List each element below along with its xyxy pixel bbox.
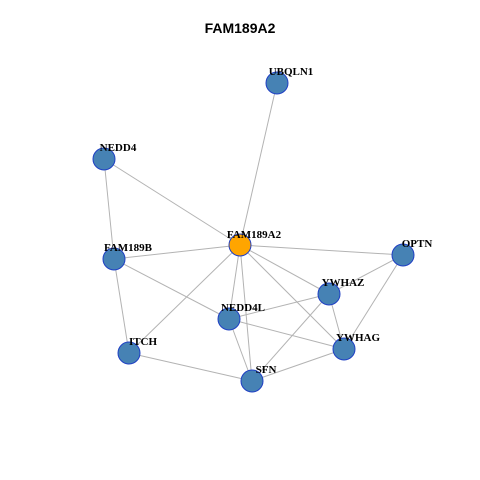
- node-label-fam189a2: FAM189A2: [227, 229, 282, 241]
- node-ubqln1[interactable]: [265, 71, 289, 95]
- edge-ywhag-sfn: [251, 348, 345, 382]
- node-optn[interactable]: [391, 243, 415, 267]
- edge-optn-ywhaz: [328, 254, 404, 295]
- node-fam189b[interactable]: [102, 247, 126, 271]
- node-label-optn: OPTN: [402, 238, 433, 250]
- edge-nedd4-fam189b: [103, 158, 115, 260]
- edge-ywhaz-nedd4l: [228, 293, 330, 320]
- node-ywhag[interactable]: [332, 337, 356, 361]
- edge-itch-sfn: [128, 352, 253, 382]
- edge-fam189b-itch: [113, 258, 130, 354]
- node-label-sfn: SFN: [256, 364, 277, 376]
- node-label-nedd4: NEDD4: [100, 142, 137, 154]
- node-label-nedd4l: NEDD4L: [221, 302, 265, 314]
- node-label-ywhaz: YWHAZ: [322, 277, 365, 289]
- edge-fam189a2-sfn: [239, 244, 253, 382]
- edge-fam189a2-itch: [128, 244, 241, 354]
- graph-title: FAM189A2: [204, 20, 276, 36]
- node-layer: [92, 71, 415, 393]
- edge-fam189a2-ubqln1: [239, 82, 278, 246]
- node-label-ubqln1: UBQLN1: [269, 66, 314, 78]
- edge-nedd4l-ywhag: [228, 318, 345, 350]
- node-label-fam189b: FAM189B: [104, 242, 153, 254]
- node-nedd4l[interactable]: [217, 307, 241, 331]
- edge-ywhaz-sfn: [251, 293, 330, 382]
- node-itch[interactable]: [117, 341, 141, 365]
- edge-optn-ywhag: [343, 254, 404, 350]
- node-label-ywhag: YWHAG: [336, 332, 380, 344]
- edge-fam189a2-nedd4: [103, 158, 241, 246]
- edge-fam189a2-ywhaz: [239, 244, 330, 295]
- edge-fam189a2-ywhag: [239, 244, 345, 350]
- edge-fam189a2-fam189b: [113, 244, 241, 260]
- node-nedd4[interactable]: [92, 147, 116, 171]
- node-fam189a2[interactable]: [228, 233, 252, 257]
- node-sfn[interactable]: [240, 369, 264, 393]
- node-ywhaz[interactable]: [317, 282, 341, 306]
- edge-fam189a2-optn: [239, 244, 404, 256]
- edge-fam189b-nedd4l: [113, 258, 230, 320]
- node-label-itch: ITCH: [129, 336, 158, 348]
- edge-fam189a2-nedd4l: [228, 244, 241, 320]
